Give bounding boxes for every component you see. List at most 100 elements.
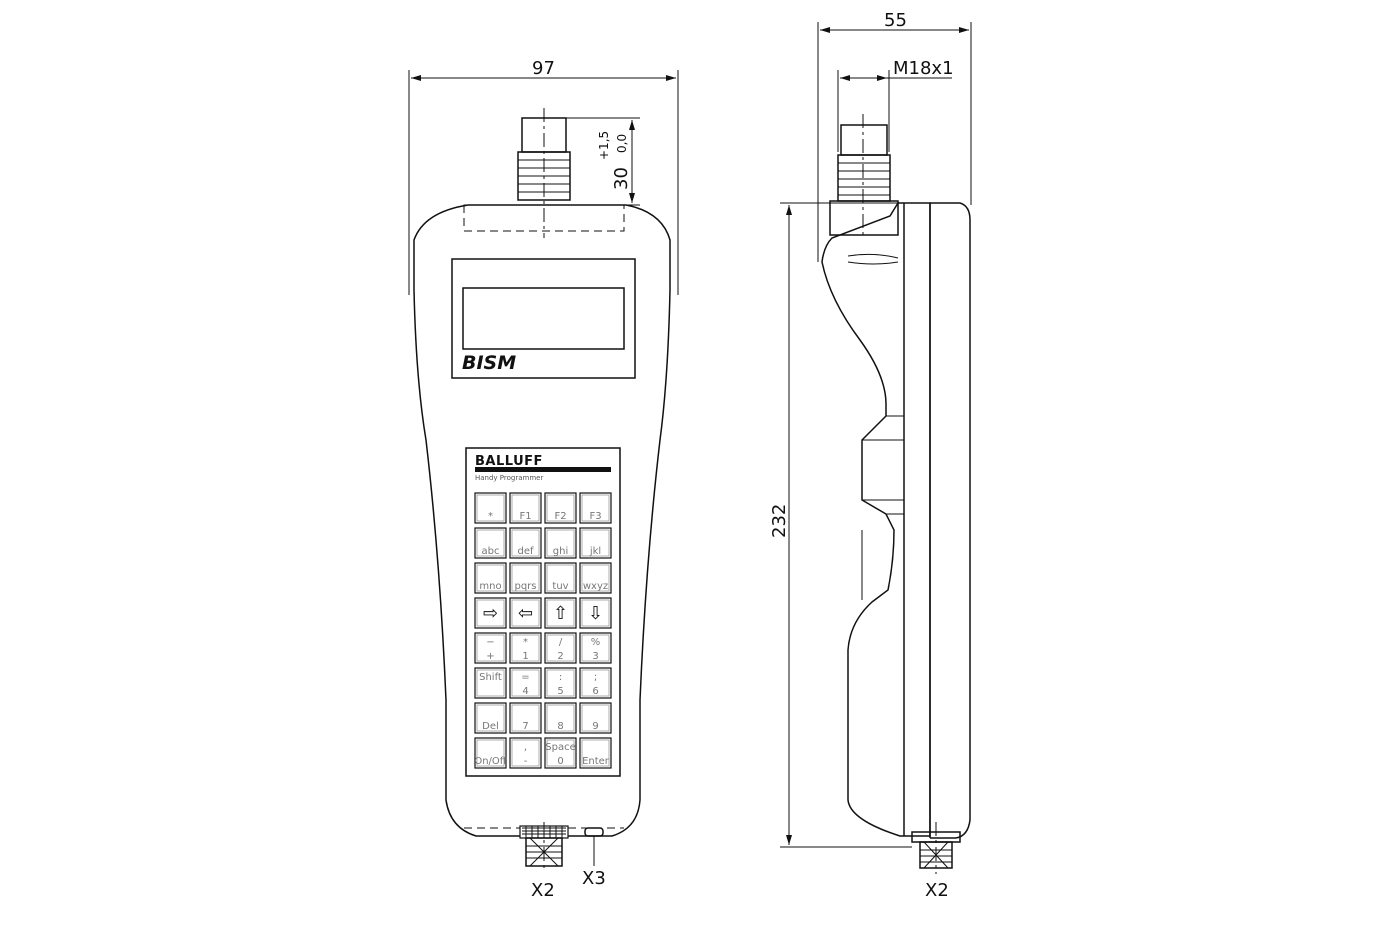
key-7[interactable]: jkl: [579, 527, 612, 559]
dim-height-label: 232: [769, 504, 790, 538]
key-label-bottom: 0: [557, 756, 563, 767]
x2-connector-front: [525, 822, 563, 872]
key-label-bottom: 1: [522, 651, 528, 662]
arrow-right-icon: ⇨: [483, 603, 498, 624]
dim-connector-label: 30: [611, 167, 632, 190]
top-connector-side: [829, 114, 899, 238]
dim-thread-label: M18x1: [893, 58, 954, 79]
key-25[interactable]: 7: [509, 702, 542, 734]
dimension-depth: 55: [817, 10, 972, 262]
key-6[interactable]: ghi: [544, 527, 577, 559]
key-label-bottom: 3: [592, 651, 598, 662]
key-label-bottom: ghi: [553, 546, 568, 557]
key-label-top: :: [559, 672, 562, 683]
dimension-thread: M18x1: [837, 58, 954, 152]
key-label-top: Space: [545, 742, 575, 753]
key-31[interactable]: Enter: [579, 737, 612, 769]
key-16[interactable]: −+: [474, 632, 507, 664]
key-12[interactable]: ⇨: [474, 597, 507, 629]
key-label-bottom: 8: [557, 721, 563, 732]
front-view: BISM BALLUFF Handy Programmer * F1 F2 F3 abc…: [408, 58, 679, 901]
balluff-logo: BALLUFF: [475, 454, 543, 469]
key-2[interactable]: F2: [544, 492, 577, 524]
key-label-bottom: F1: [519, 511, 531, 522]
display-panel: [451, 258, 636, 379]
key-15[interactable]: ⇩: [579, 597, 612, 629]
lcd-screen: [462, 287, 625, 350]
brand-bar: [475, 467, 611, 472]
label-x2-side: X2: [925, 880, 949, 901]
key-label-bottom: On/Off: [474, 756, 507, 767]
key-3[interactable]: F3: [579, 492, 612, 524]
key-20[interactable]: Shift: [474, 667, 507, 699]
key-label-top: /: [559, 637, 563, 648]
key-27[interactable]: 9: [579, 702, 612, 734]
key-28[interactable]: On/Off: [474, 737, 508, 769]
dim-tolerance-lower: 0,0: [615, 134, 629, 153]
dim-width-label: 97: [532, 58, 555, 79]
key-label-bottom: 9: [592, 721, 598, 732]
dimension-width: 97: [408, 58, 679, 295]
key-10[interactable]: tuv: [544, 562, 577, 594]
key-label-bottom: pqrs: [514, 581, 536, 592]
label-x2-front: X2: [531, 880, 555, 901]
key-label-bottom: 2: [557, 651, 563, 662]
x2-connector-side: [911, 822, 961, 874]
dimension-connector: 30 +1,5 0,0: [566, 117, 640, 206]
top-recess: [463, 204, 625, 232]
key-24[interactable]: Del: [474, 702, 507, 734]
product-subtitle: Handy Programmer: [475, 474, 543, 482]
key-label-bottom: F3: [589, 511, 601, 522]
top-connector-front: [517, 108, 571, 238]
key-label-bottom: mno: [479, 581, 501, 592]
key-0[interactable]: *: [474, 492, 507, 524]
key-label-top: −: [486, 637, 494, 648]
key-5[interactable]: def: [509, 527, 542, 559]
side-view: X2 55 M18x1 232: [769, 10, 972, 901]
key-9[interactable]: pqrs: [509, 562, 542, 594]
key-30[interactable]: Space 0: [544, 737, 577, 769]
key-1[interactable]: F1: [509, 492, 542, 524]
dim-depth-label: 55: [884, 10, 907, 31]
arrow-left-icon: ⇦: [518, 603, 533, 624]
key-label-bottom: *: [488, 511, 493, 522]
key-19[interactable]: %3: [579, 632, 612, 664]
keypad-panel: [465, 447, 621, 777]
key-21[interactable]: =4: [509, 667, 542, 699]
key-label-bottom: tuv: [552, 581, 568, 592]
key-label-top: ,: [524, 742, 527, 753]
key-26[interactable]: 8: [544, 702, 577, 734]
x3-socket: [584, 827, 604, 866]
label-x3: X3: [582, 868, 606, 889]
key-22[interactable]: :5: [544, 667, 577, 699]
key-label-bottom: wxyz: [583, 581, 608, 592]
key-label-top: %: [591, 637, 601, 648]
key-4[interactable]: abc: [474, 527, 507, 559]
dim-tolerance-upper: +1,5: [597, 131, 611, 160]
dimension-height: 232: [769, 202, 912, 848]
key-17[interactable]: *1: [509, 632, 542, 664]
key-label-bottom: Del: [482, 721, 499, 732]
key-18[interactable]: /2: [544, 632, 577, 664]
key-29[interactable]: ,-: [509, 737, 542, 769]
arrow-down-icon: ⇩: [588, 603, 603, 624]
key-14[interactable]: ⇧: [544, 597, 577, 629]
key-label-top: ;: [594, 672, 597, 683]
key-label-top: Shift: [479, 672, 502, 683]
key-label-bottom: 5: [557, 686, 563, 697]
key-label-bottom: 6: [592, 686, 598, 697]
key-label-bottom: F2: [554, 511, 566, 522]
key-label-bottom: def: [517, 546, 534, 557]
key-8[interactable]: mno: [474, 562, 507, 594]
key-13[interactable]: ⇦: [509, 597, 542, 629]
key-label-bottom: -: [524, 756, 528, 767]
key-label-bottom: +: [486, 651, 494, 662]
key-label-bottom: 4: [522, 686, 528, 697]
bism-logo: BISM: [462, 352, 516, 374]
key-label-top: =: [521, 672, 529, 683]
side-housing-outline: [821, 202, 931, 837]
key-11[interactable]: wxyz: [579, 562, 612, 594]
key-23[interactable]: ;6: [579, 667, 612, 699]
